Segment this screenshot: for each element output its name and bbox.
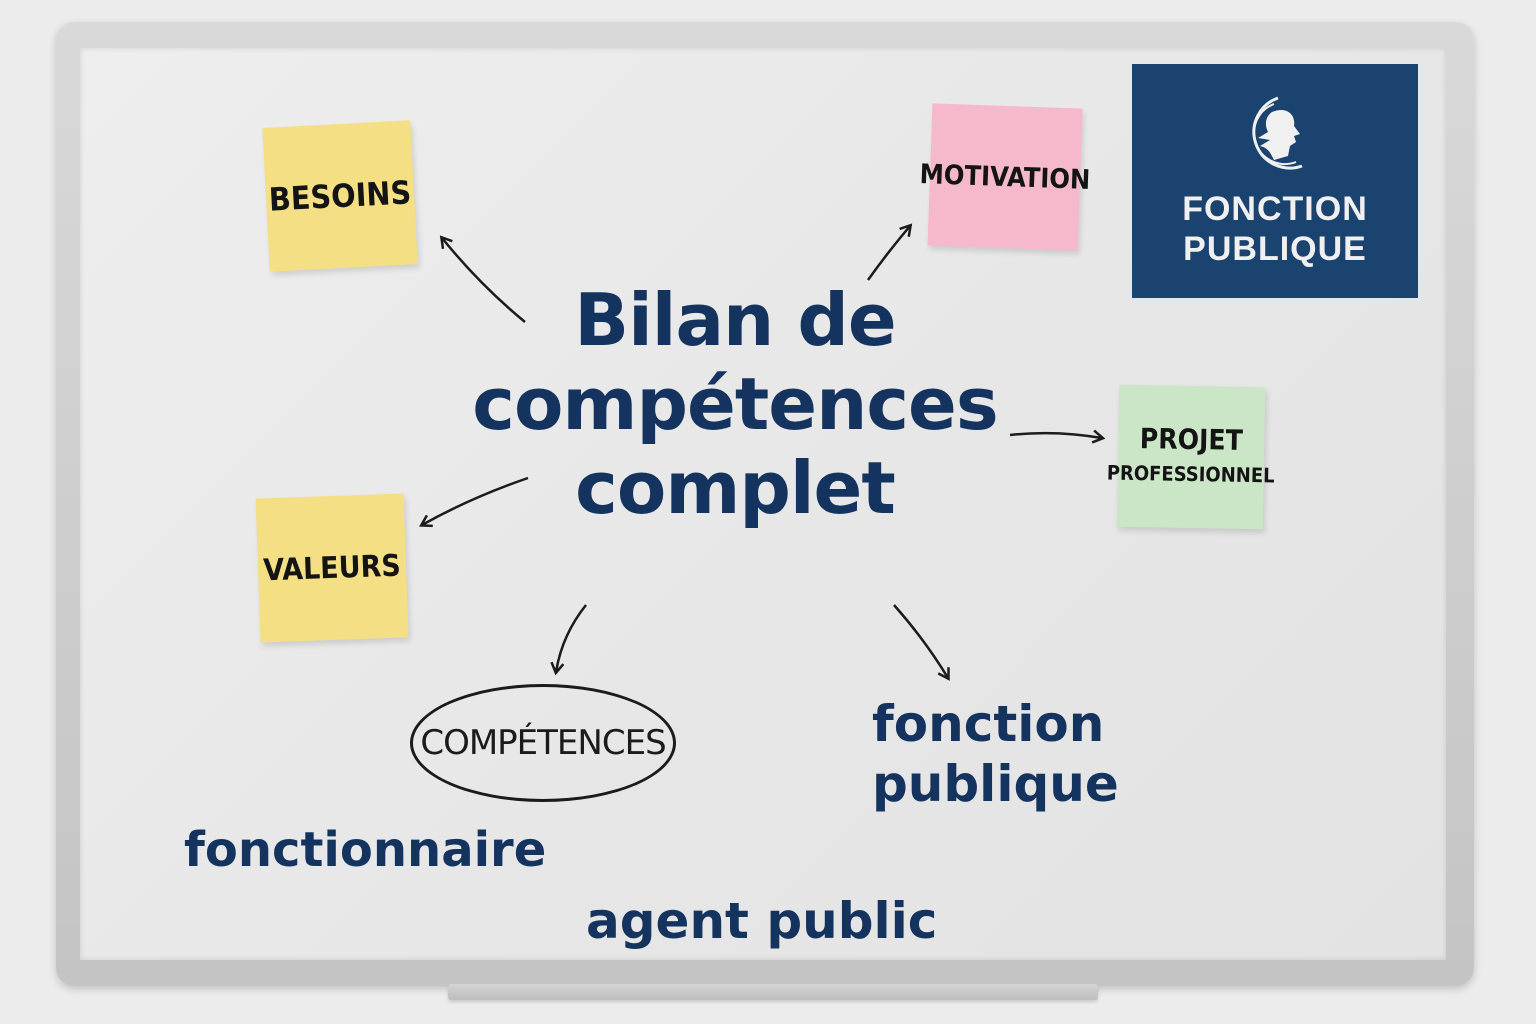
arrow-to-motivation-icon (866, 226, 910, 281)
title-line-1: Bilan de (574, 278, 897, 362)
sticky-note-label-line2: PROFESSIONNEL (1106, 460, 1275, 488)
keyword-line-2: publique (872, 755, 1119, 813)
logo-line-2: PUBLIQUE (1183, 230, 1367, 268)
competences-text: COMPÉTENCES (420, 723, 666, 763)
sticky-note-valeurs: VALEURS (255, 493, 409, 643)
arrow-to-besoins-icon (442, 238, 526, 323)
sticky-note-label-line1: PROJET (1139, 422, 1244, 457)
arrow-to-projet-icon (1009, 433, 1102, 438)
arrow-to-valeurs-icon (422, 476, 529, 525)
keyword-agent-public: agent public (586, 892, 938, 950)
main-title: Bilan de compétences complet (470, 278, 1000, 530)
sticky-note-besoins: BESOINS (262, 120, 418, 272)
title-line-2: compétences (472, 362, 998, 446)
arrow-to-competences-icon (556, 604, 587, 672)
marianne-profile-icon (1252, 96, 1303, 170)
sticky-note-label: VALEURS (262, 548, 402, 588)
fonction-publique-logo: FONCTION PUBLIQUE (1132, 64, 1418, 298)
sticky-note-label: BESOINS (267, 173, 413, 219)
sticky-note-motivation: MOTIVATION (919, 103, 1091, 251)
marker-tray (448, 984, 1098, 1000)
keyword-fonctionnaire: fonctionnaire (184, 822, 547, 878)
keyword-line-1: fonction (872, 695, 1105, 753)
sticky-note-label: MOTIVATION (919, 158, 1091, 196)
keyword-fonction-publique: fonction publique (872, 694, 1119, 814)
title-line-3: complet (575, 446, 896, 530)
logo-line-1: FONCTION (1182, 190, 1368, 228)
arrow-to-fonction-publique-icon (893, 604, 948, 678)
competences-circled-label: COMPÉTENCES (410, 684, 676, 802)
sticky-note-projet-professionnel: PROJET PROFESSIONNEL (1107, 384, 1275, 530)
